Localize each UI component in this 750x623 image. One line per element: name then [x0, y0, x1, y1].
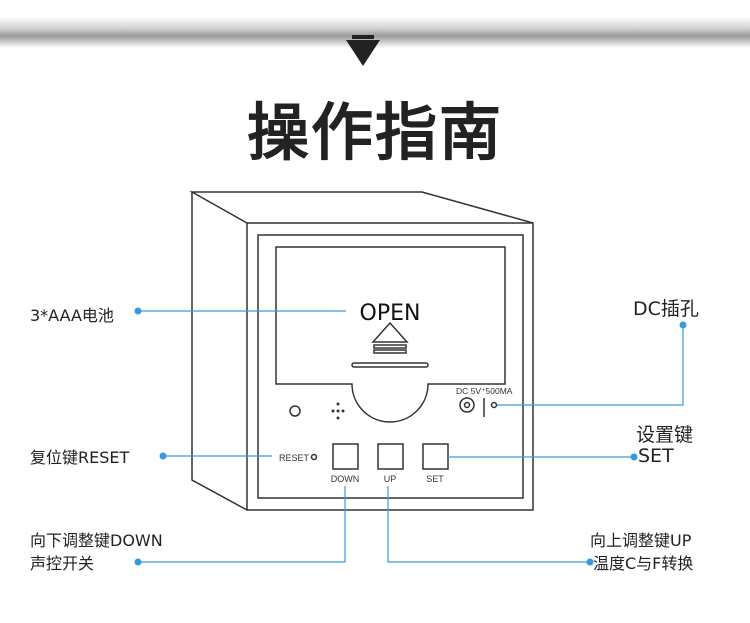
device-side-face: [189, 191, 534, 224]
down-callout-line2: 声控开关: [30, 554, 95, 573]
up-label: UP: [384, 474, 397, 484]
mic-icon: [331, 402, 345, 420]
set-label: SET: [426, 474, 444, 484]
callout-lines: [138, 310, 684, 563]
set-callout-line1: 设置键: [636, 424, 694, 446]
device-front-face: [246, 222, 534, 511]
down-arrow-icon: [346, 40, 380, 66]
up-button[interactable]: [377, 443, 404, 470]
dc-jack-icon: [459, 397, 475, 413]
down-label: DOWN: [331, 474, 360, 484]
up-callout-line1: 向上调整键UP: [590, 531, 692, 550]
sensor-hole: [289, 405, 301, 417]
dc-spec: DC 5V⁺500MA: [456, 386, 513, 396]
reset-callout: 复位键RESET: [30, 448, 130, 467]
reset-hole: [310, 453, 318, 461]
battery-callout: 3*AAA电池: [30, 306, 114, 325]
open-arrow-icon: [371, 321, 409, 343]
set-button[interactable]: [422, 443, 449, 470]
battery-door: [275, 246, 506, 423]
set-callout-line2: SET: [638, 445, 674, 467]
front-panel: [257, 234, 524, 499]
down-callout-line1: 向下调整键DOWN: [30, 531, 163, 550]
dc-jack-callout: DC插孔: [633, 298, 699, 320]
down-button[interactable]: [332, 443, 359, 470]
up-callout-line2: 温度C与F转换: [593, 554, 694, 573]
page-title: 操作指南: [246, 96, 503, 169]
open-label: OPEN: [360, 301, 421, 326]
reset-label: RESET: [279, 453, 310, 463]
